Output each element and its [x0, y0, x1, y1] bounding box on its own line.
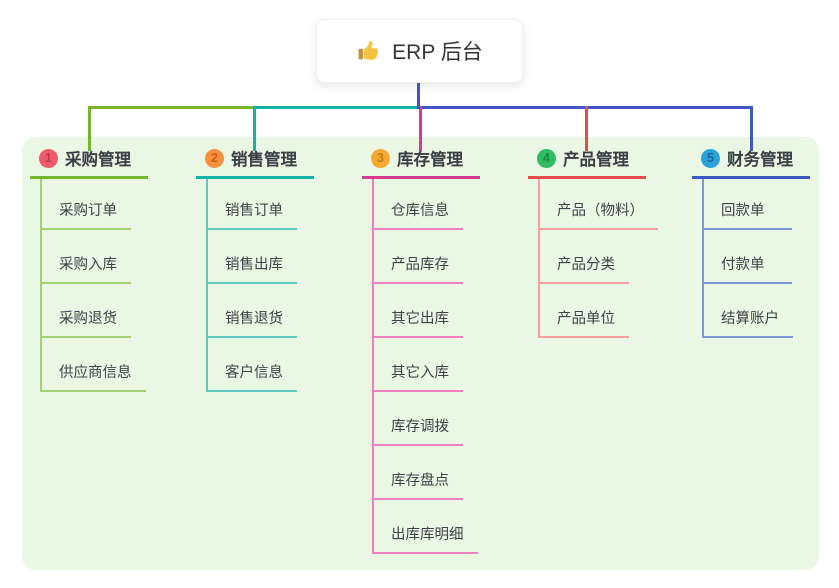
branch-drop-line: [750, 106, 753, 151]
child-node-label: 库存调拨: [391, 419, 449, 435]
branch-drop-line: [419, 106, 422, 151]
branch-children: 仓库信息产品库存其它出库其它入库库存调拨库存盘点出库库明细: [372, 176, 478, 554]
priority-badge: 5: [701, 148, 720, 168]
branch-children: 采购订单采购入库采购退货供应商信息: [40, 176, 146, 392]
child-node[interactable]: 供应商信息: [42, 338, 146, 392]
branch-header[interactable]: 1 采购管理: [39, 147, 131, 169]
branch-underline: [528, 176, 646, 179]
child-node-label: 销售订单: [225, 203, 283, 219]
child-node-label: 产品单位: [557, 311, 615, 327]
child-node-label: 回款单: [721, 203, 765, 219]
priority-badge: 4: [537, 148, 556, 168]
child-node-label: 仓库信息: [391, 203, 449, 219]
child-node-label: 付款单: [721, 257, 765, 273]
child-node[interactable]: 其它出库: [374, 284, 463, 338]
branch-underline: [362, 176, 480, 179]
child-node[interactable]: 产品（物料）: [540, 176, 658, 230]
child-node-label: 采购退货: [59, 311, 117, 327]
child-node-label: 采购入库: [59, 257, 117, 273]
child-node-label: 其它出库: [391, 311, 449, 327]
child-node-label: 其它入库: [391, 365, 449, 381]
branch-label: 采购管理: [65, 151, 131, 169]
child-node[interactable]: 采购退货: [42, 284, 131, 338]
child-node[interactable]: 出库库明细: [374, 500, 478, 554]
child-node-label: 出库库明细: [391, 527, 464, 543]
connector-segment: [254, 106, 418, 109]
child-node[interactable]: 销售出库: [208, 230, 297, 284]
child-node[interactable]: 产品库存: [374, 230, 463, 284]
child-node-label: 产品分类: [557, 257, 615, 273]
priority-badge: 3: [371, 148, 390, 168]
branch-header[interactable]: 2 销售管理: [205, 147, 297, 169]
branch-header[interactable]: 5 财务管理: [701, 147, 793, 169]
child-node[interactable]: 仓库信息: [374, 176, 463, 230]
child-node[interactable]: 结算账户: [704, 284, 793, 338]
priority-badge: 1: [39, 148, 58, 168]
root-label: ERP 后台: [392, 41, 483, 64]
child-node-label: 产品（物料）: [557, 203, 644, 219]
child-node-label: 采购订单: [59, 203, 117, 219]
child-node[interactable]: 付款单: [704, 230, 792, 284]
root-stem-line: [417, 83, 420, 109]
child-node-label: 销售出库: [225, 257, 283, 273]
branch-drop-line: [253, 106, 256, 151]
child-node[interactable]: 其它入库: [374, 338, 463, 392]
child-node[interactable]: 回款单: [704, 176, 792, 230]
root-node[interactable]: ERP 后台: [316, 19, 523, 83]
child-node-label: 结算账户: [721, 311, 779, 327]
child-node[interactable]: 库存调拨: [374, 392, 463, 446]
priority-badge: 2: [205, 148, 224, 168]
child-node-label: 库存盘点: [391, 473, 449, 489]
child-node[interactable]: 客户信息: [208, 338, 297, 392]
branch-drop-line: [88, 106, 91, 151]
branch-children: 销售订单销售出库销售退货客户信息: [206, 176, 297, 392]
branch-label: 产品管理: [563, 151, 629, 169]
child-node-label: 销售退货: [225, 311, 283, 327]
child-node[interactable]: 销售退货: [208, 284, 297, 338]
branch-underline: [30, 176, 148, 179]
child-node[interactable]: 采购订单: [42, 176, 131, 230]
branch-children: 产品（物料） 产品分类产品单位: [538, 176, 658, 338]
branch-underline: [692, 176, 810, 179]
branch-header[interactable]: 4 产品管理: [537, 147, 629, 169]
thumbs-up-icon: [356, 38, 382, 64]
branch-header[interactable]: 3 库存管理: [371, 147, 463, 169]
child-node[interactable]: 销售订单: [208, 176, 297, 230]
child-node[interactable]: 产品单位: [540, 284, 629, 338]
branch-label: 销售管理: [231, 151, 297, 169]
branch-underline: [196, 176, 314, 179]
child-node-label: 客户信息: [225, 365, 283, 381]
connector-segment: [89, 106, 254, 109]
branch-drop-line: [585, 106, 588, 151]
branches-panel: [22, 137, 819, 570]
child-node-label: 产品库存: [391, 257, 449, 273]
branch-children: 回款单付款单结算账户: [702, 176, 793, 338]
child-node[interactable]: 产品分类: [540, 230, 629, 284]
child-node[interactable]: 库存盘点: [374, 446, 463, 500]
child-node-label: 供应商信息: [59, 365, 132, 381]
branch-label: 财务管理: [727, 151, 793, 169]
child-node[interactable]: 采购入库: [42, 230, 131, 284]
branch-label: 库存管理: [397, 151, 463, 169]
